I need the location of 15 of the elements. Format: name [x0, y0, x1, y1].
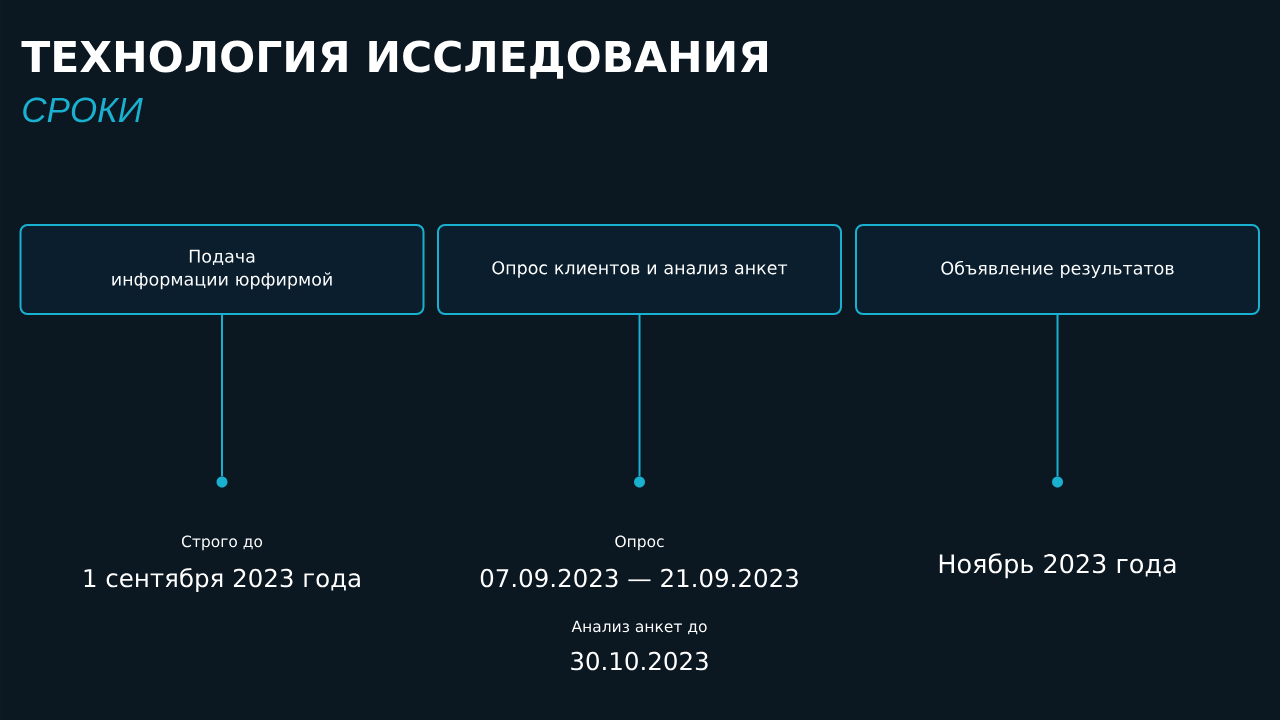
phase-box: Объявление результатов	[855, 224, 1260, 315]
connector-line	[1056, 314, 1059, 478]
date-text: Ноябрь 2023 года	[939, 553, 1176, 579]
phase-box: Опрос клиентов и анализ анкет	[437, 224, 842, 315]
connector-line	[638, 314, 641, 478]
phase-caption: Анализ анкет до	[571, 620, 707, 635]
phase-box: Подача информации юрфирмой	[19, 224, 425, 315]
phase-caption: Опрос	[615, 535, 664, 551]
date-text: 30.10.2023	[571, 651, 708, 671]
connector-line	[221, 314, 223, 478]
date-text: 07.09.2023 — 21.09.2023	[480, 568, 798, 588]
slide-subtitle: СРОКИ	[23, 97, 143, 123]
date-text: 1 сентября 2023 года	[84, 567, 360, 593]
phase-caption: Строго до	[181, 535, 263, 551]
slide-title: ТЕХНОЛОГИЯ ИССЛЕДОВАНИЯ	[21, 40, 767, 79]
